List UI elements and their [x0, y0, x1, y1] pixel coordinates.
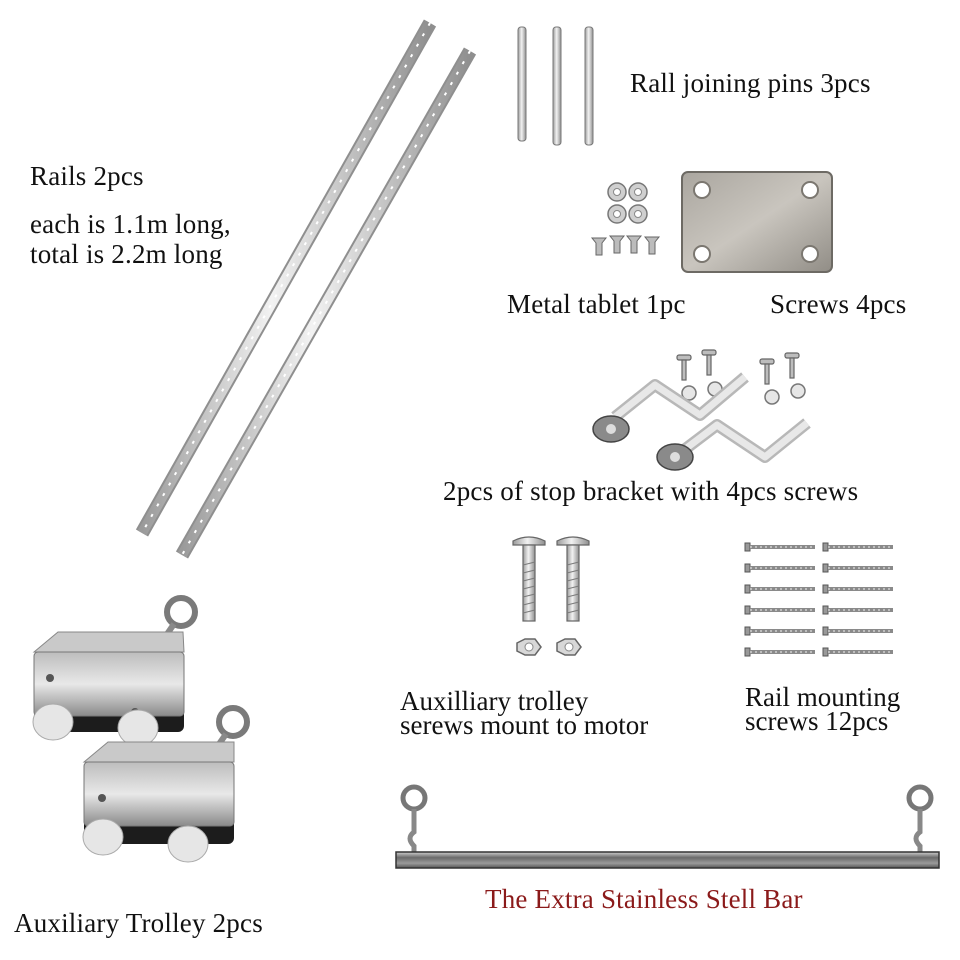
metal-plate-icon [681, 171, 833, 273]
steel-bar-icon [395, 784, 940, 869]
joining-pin-icon [517, 26, 594, 146]
stop-bracket-icon [592, 349, 811, 471]
aux-trolley-label: Auxiliary Trolley 2pcs [14, 908, 263, 938]
rails-image [135, 19, 477, 559]
aux-screws-line2: serews mount to motor [400, 710, 649, 740]
aux-screws-line1: Auxilliary trolley [400, 686, 589, 716]
rail-mount-line2: screws 12pcs [745, 706, 889, 736]
extra-bar-label: The Extra Stainless Stell Bar [485, 884, 803, 914]
rails-length-line1: each is 1.1m long, [30, 209, 231, 239]
screws-4pcs-label: Screws 4pcs [770, 289, 907, 319]
trolley-2 [82, 705, 250, 863]
joining-pins-label: Rall joining pins 3pcs [630, 68, 871, 98]
metal-tablet-label: Metal tablet 1pc [507, 289, 686, 319]
rail-pair-icon [135, 19, 477, 559]
trolley-1 [32, 595, 198, 747]
rail-mount-line1: Rail mounting [745, 682, 901, 712]
rails-title: Rails 2pcs [30, 161, 144, 191]
trolley-icon [32, 595, 250, 863]
screw-nut-icon [590, 182, 661, 256]
rails-length-line2: total is 2.2m long [30, 239, 223, 269]
bolt-icon [512, 536, 590, 656]
wood-screw-icon [743, 542, 895, 658]
stop-bracket-label: 2pcs of stop bracket with 4pcs screws [443, 476, 859, 506]
